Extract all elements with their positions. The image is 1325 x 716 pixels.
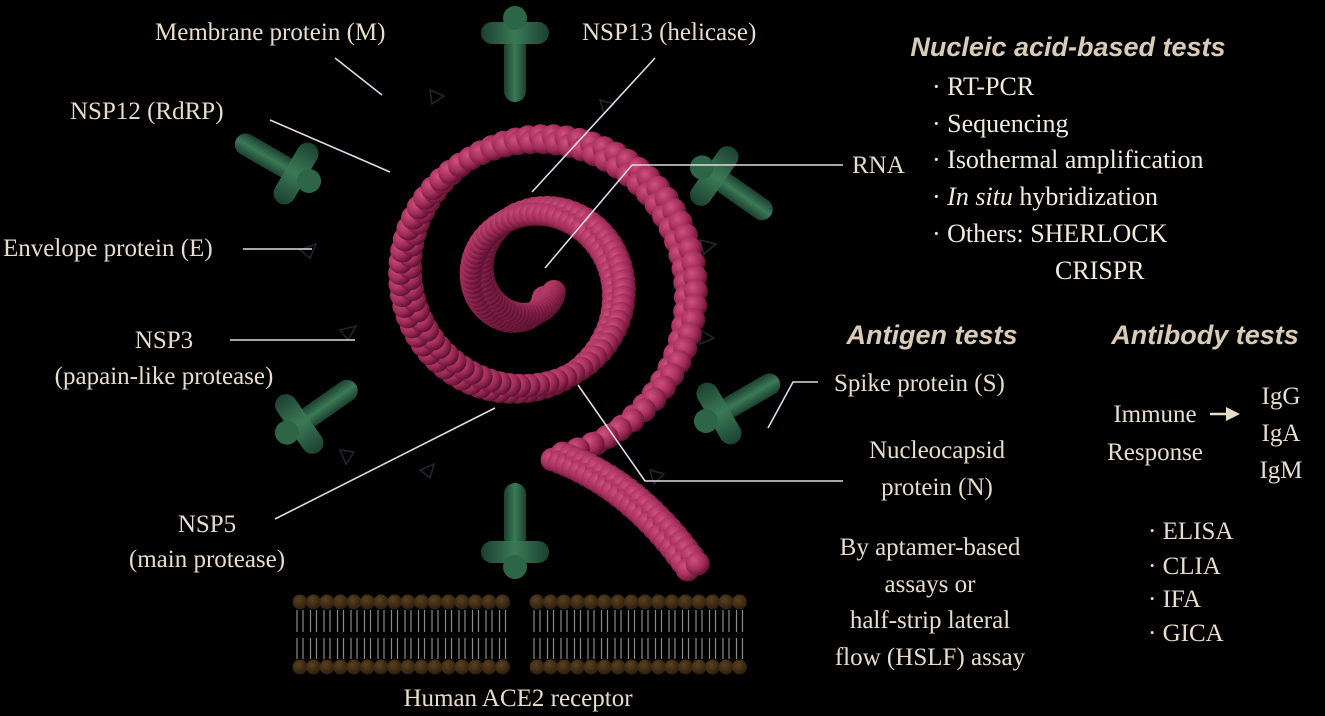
antibody-isotype: IgG (1262, 383, 1301, 410)
ace2-receptor-label: Human ACE2 receptor (403, 685, 633, 712)
nucleic-test-item: · Sequencing (932, 109, 1068, 138)
leader-nsp13 (531, 57, 656, 193)
spike-protein (234, 133, 322, 205)
antibody-tests-heading: Antibody tests (1110, 320, 1299, 350)
membrane-protein-label: Membrane protein (M) (155, 19, 385, 46)
leader-nsp12 (269, 119, 391, 173)
antibody-assay: · CLIA (1148, 553, 1221, 580)
antibody-assay: · IFA (1148, 586, 1201, 613)
spike-protein (693, 373, 781, 445)
spike-proteins (234, 6, 781, 579)
leader-nucleocapsid (577, 384, 843, 482)
antigen-tests-heading: Antigen tests (845, 320, 1017, 350)
virus-labels: Membrane protein (M) NSP13 (helicase) NS… (3, 19, 1006, 712)
leader-nsp5 (274, 407, 496, 520)
nsp3-label-line1: NSP3 (135, 327, 193, 354)
immune-response-line1: Immune (1113, 401, 1196, 428)
spike-protein-label: Spike protein (S) (834, 370, 1005, 397)
antibody-isotype: IgM (1259, 457, 1302, 484)
nucleocapsid-label-line2: protein (N) (881, 474, 993, 501)
leader-rna (544, 164, 843, 269)
leader-membrane (334, 57, 383, 96)
rna-helix (388, 124, 710, 582)
spike-protein (274, 379, 358, 454)
envelope-triangles (298, 88, 718, 486)
nsp5-label-line1: NSP5 (178, 511, 236, 538)
antigen-tests: Antigen tests By aptamer-based assays or… (835, 320, 1026, 671)
nucleic-test-in-situ: · In situ hybridization (932, 182, 1158, 211)
nucleic-test-others: · Others: SHERLOCK (932, 219, 1168, 248)
antigen-method-line: By aptamer-based (840, 534, 1021, 561)
antigen-method-line: assays or (885, 571, 977, 598)
nsp3-label-line2: (papain-like protease) (55, 363, 274, 390)
nucleic-acid-tests-heading: Nucleic acid-based tests (910, 32, 1225, 62)
leader-lines (230, 57, 843, 520)
envelope-protein-label: Envelope protein (E) (3, 235, 213, 262)
antibody-tests: Antibody tests Immune Response IgG IgA I… (1107, 320, 1302, 647)
nucleocapsid-label-line1: Nucleocapsid (869, 437, 1006, 464)
nucleic-test-item: · RT-PCR (932, 72, 1035, 101)
spike-protein (689, 146, 773, 221)
nucleic-acid-tests: Nucleic acid-based tests · RT-PCR · Sequ… (910, 32, 1225, 285)
antigen-method-line: flow (HSLF) assay (835, 644, 1026, 671)
nsp5-label-line2: (main protease) (129, 546, 285, 573)
nucleic-test-crispr: CRISPR (1055, 256, 1145, 285)
rna-label: RNA (852, 152, 905, 179)
antibody-assay: · ELISA (1148, 518, 1233, 545)
antigen-method-line: half-strip lateral (850, 607, 1010, 634)
nucleic-test-item: · Isothermal amplification (932, 145, 1203, 174)
nsp12-label: NSP12 (RdRP) (70, 98, 224, 125)
nsp13-label: NSP13 (helicase) (582, 19, 756, 46)
ace2-membrane-bilayer (292, 594, 747, 675)
antibody-isotype: IgA (1262, 420, 1301, 447)
arrow-right-icon (1210, 407, 1240, 421)
spike-protein (481, 6, 549, 102)
rna-bead (685, 551, 710, 576)
antibody-assay: · GICA (1148, 620, 1224, 647)
leader-spike (767, 381, 818, 429)
spike-protein (481, 483, 549, 579)
immune-response-line2: Response (1107, 439, 1203, 466)
